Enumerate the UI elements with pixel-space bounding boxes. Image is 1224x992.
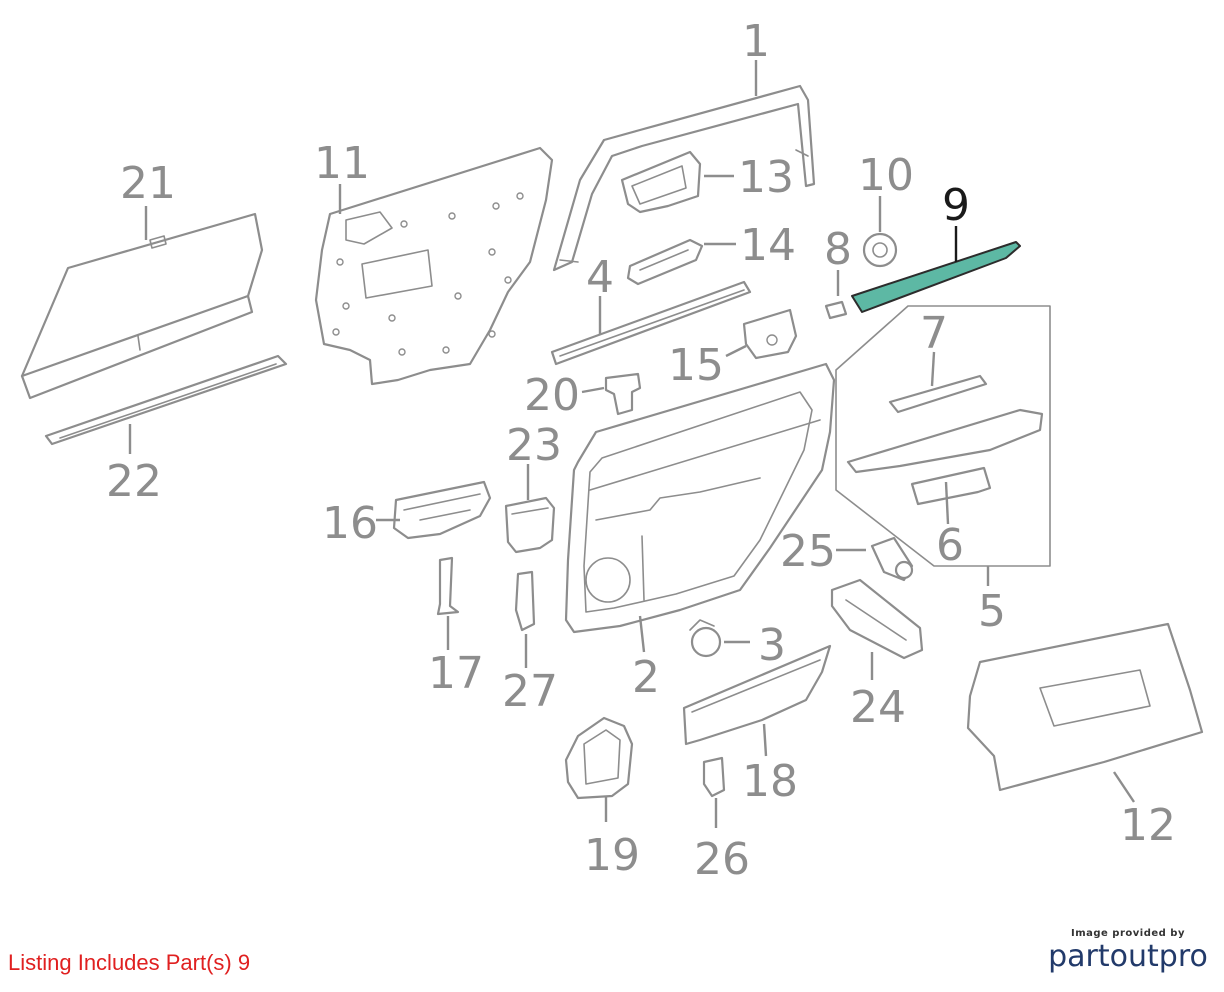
part-12-door-pocket	[966, 622, 1204, 792]
part-1-window-frame	[552, 84, 816, 272]
part-9-highlighted-molding	[851, 241, 1021, 313]
callout-6: 6	[936, 520, 964, 571]
callout-21: 21	[120, 158, 176, 209]
part-3-push-pin	[689, 619, 722, 658]
callout-14: 14	[740, 220, 796, 271]
callout-9: 9	[942, 180, 970, 231]
callout-26: 26	[694, 834, 750, 885]
callout-17: 17	[428, 648, 484, 699]
brand-logo-text: partoutpro	[1048, 939, 1208, 974]
part-26-clip	[702, 756, 726, 798]
part-25-motor	[870, 536, 914, 582]
callout-2: 2	[632, 652, 660, 703]
callout-19: 19	[584, 830, 640, 881]
callout-11: 11	[314, 138, 370, 189]
callout-16: 16	[322, 498, 378, 549]
callout-23: 23	[506, 420, 562, 471]
callout-15: 15	[668, 340, 724, 391]
part-4-belt-weatherstrip	[550, 280, 752, 366]
part-27-trim-piece	[514, 570, 536, 632]
callout-8: 8	[824, 224, 852, 275]
part-2-door-trim-panel	[564, 362, 836, 634]
part-11-inner-panel	[314, 146, 554, 386]
part-5-group-box	[835, 305, 1051, 567]
part-20-clip	[604, 372, 642, 416]
part-24-switch-assembly	[830, 578, 924, 660]
callout-labels: 1 2 3 4 5 6 7 8 9 10 11 12 13 14 15 16 1…	[106, 16, 1176, 885]
callout-1: 1	[742, 16, 770, 67]
part-15-bracket	[742, 308, 798, 360]
part-22-belt-molding	[44, 354, 288, 446]
listing-parts-note: Listing Includes Part(s) 9	[8, 950, 251, 975]
callout-20: 20	[524, 370, 580, 421]
part-21-door-glass	[20, 212, 264, 400]
part-14-handle-bezel	[626, 238, 704, 286]
callout-5: 5	[978, 586, 1006, 637]
part-16-bracket-assembly	[392, 480, 492, 540]
part-23-switch	[504, 496, 556, 554]
callout-12: 12	[1120, 800, 1176, 851]
callout-13: 13	[738, 152, 794, 203]
callout-10: 10	[858, 150, 914, 201]
callout-3: 3	[758, 620, 786, 671]
callout-22: 22	[106, 456, 162, 507]
part-10-cap	[862, 232, 898, 268]
part-18-lower-trim	[682, 644, 832, 746]
part-13-inside-handle	[620, 150, 702, 214]
callout-7: 7	[920, 308, 948, 359]
leader-lines	[128, 60, 1135, 828]
part-19-bezel	[564, 716, 634, 800]
callout-18: 18	[742, 756, 798, 807]
part-17-strip	[436, 556, 460, 616]
credit-caption: Image provided by	[1071, 928, 1185, 939]
callout-4: 4	[586, 252, 614, 303]
callout-27: 27	[502, 666, 558, 717]
callout-24: 24	[850, 682, 906, 733]
image-credit: Image provided by partoutpro	[1040, 928, 1216, 975]
callout-25: 25	[780, 526, 836, 577]
part-8-clip	[824, 300, 848, 320]
